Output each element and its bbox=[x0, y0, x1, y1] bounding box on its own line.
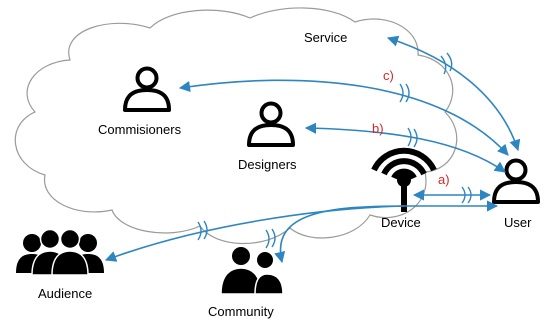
person-outline-icon bbox=[492, 158, 540, 204]
connection-break-marker bbox=[440, 52, 453, 75]
connection-break-marker bbox=[461, 186, 472, 204]
connection-label-c: c) bbox=[383, 68, 394, 83]
community-label: Community bbox=[208, 304, 274, 319]
connection-device-audience bbox=[104, 205, 405, 262]
service-cloud bbox=[14, 7, 458, 245]
connection-service-user bbox=[386, 35, 521, 152]
group-icon bbox=[16, 228, 104, 276]
connection-device-community bbox=[274, 205, 405, 264]
person-outline-icon bbox=[123, 66, 171, 112]
connection-label-a: a) bbox=[438, 172, 450, 187]
connection-break-marker bbox=[265, 228, 276, 249]
commissioners-label: Commisioners bbox=[98, 122, 182, 137]
group-icon bbox=[220, 247, 284, 295]
connection-label-b: b) bbox=[372, 121, 384, 136]
connection-designers-user bbox=[304, 122, 506, 173]
designers-label: Designers bbox=[238, 157, 297, 172]
connection-break-marker bbox=[407, 127, 418, 148]
audience-label: Audience bbox=[38, 286, 92, 301]
cloud-label: Service bbox=[304, 30, 347, 45]
connection-break-marker bbox=[197, 220, 208, 241]
user-label: User bbox=[504, 215, 532, 230]
device-label: Device bbox=[381, 215, 421, 230]
